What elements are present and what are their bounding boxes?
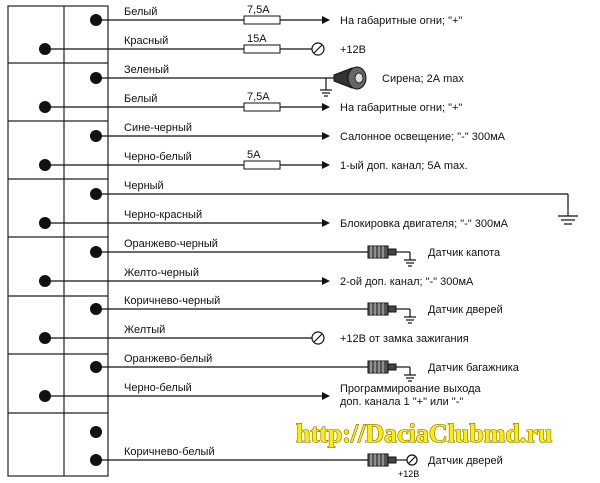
destination-label: Сирена; 2А max [382, 73, 464, 85]
destination-label: На габаритные огни; "+" [340, 15, 462, 27]
wire-7: Черный [90, 180, 578, 225]
fuse-label: 15A [247, 33, 267, 45]
siren-icon [320, 66, 367, 97]
destination-label: Датчик дверей [428, 304, 503, 316]
wire-label: Черно-белый [124, 151, 192, 163]
destination-label: Датчик дверей [428, 455, 503, 467]
ground-icon [558, 194, 578, 225]
destination-label: 1-ый доп. канал; 5А max. [340, 160, 468, 172]
sensor-icon [367, 245, 416, 267]
wire-label: Черно-белый [124, 382, 192, 394]
destination-label: На габаритные огни; "+" [340, 102, 462, 114]
wire-label: Оранжево-белый [124, 353, 212, 365]
arrow-icon [322, 392, 330, 400]
destination-label: Блокировка двигателя; "-" 300мА [340, 218, 509, 230]
connector-block [7, 5, 109, 477]
wire-label: Желтый [124, 324, 165, 336]
sensor-icon [367, 302, 416, 324]
arrow-icon [322, 277, 330, 285]
fuse-label: 7,5A [247, 4, 270, 16]
wire-label: Белый [124, 93, 157, 105]
wire-label: Желто-черный [124, 267, 199, 279]
wire-label: Красный [124, 35, 168, 47]
wire-label: Белый [124, 6, 157, 18]
fuse [243, 102, 281, 112]
wire-label: Зеленый [124, 64, 169, 76]
destination-label: +12В от замка зажигания [340, 333, 469, 345]
destination-label-line2: доп. канала 1 "+" или "-" [340, 396, 463, 408]
wire-label: Коричнево-черный [124, 295, 220, 307]
fuse [243, 15, 281, 25]
wire-2: Красный 15A +12В [39, 33, 366, 56]
watermark: http://DaciaClubmd.ru [296, 419, 552, 448]
sensor-sub-label: +12В [398, 469, 419, 479]
wire-12: Желтый +12В от замка зажигания [39, 324, 469, 345]
arrow-icon [322, 132, 330, 140]
fuse [243, 44, 281, 54]
destination-label: +12В [340, 44, 366, 56]
wire-label: Сине-черный [124, 122, 192, 134]
destination-label: 2-ой доп. канал; "-" 300мА [340, 276, 474, 288]
wire-label: Черно-красный [124, 209, 202, 221]
wire-6: Черно-белый 5A 1-ый доп. канал; 5А max. [39, 149, 468, 172]
destination-label: Датчик капота [428, 247, 501, 259]
sensor-icon [367, 453, 418, 467]
terminal-slash [313, 333, 323, 343]
terminal-slash [313, 44, 323, 54]
sensor-icon [367, 360, 416, 382]
wire-label: Оранжево-черный [124, 238, 218, 250]
arrow-icon [322, 219, 330, 227]
arrow-icon [322, 103, 330, 111]
fuse [243, 160, 281, 170]
wire-label: Черный [124, 180, 164, 192]
destination-label: Датчик багажника [428, 362, 520, 374]
wires: Белый 7,5A На габаритные огни; "+" Красный 1… [39, 4, 578, 479]
arrow-icon [322, 161, 330, 169]
fuse-label: 5A [247, 149, 261, 161]
connector-body [7, 5, 109, 477]
connector-pin [90, 426, 102, 438]
arrow-icon [322, 16, 330, 24]
destination-label: Салонное освещение; "-" 300мА [340, 131, 506, 143]
wire-label: Коричнево-белый [124, 446, 215, 458]
fuse-label: 7,5A [247, 91, 270, 103]
wire-1: Белый 7,5A На габаритные огни; "+" [90, 4, 462, 27]
wire-10: Желто-черный 2-ой доп. канал; "-" 300мА [39, 267, 474, 288]
destination-label: Программирование выхода [340, 383, 482, 395]
wire-4: Белый 7,5A На габаритные огни; "+" [39, 91, 462, 114]
